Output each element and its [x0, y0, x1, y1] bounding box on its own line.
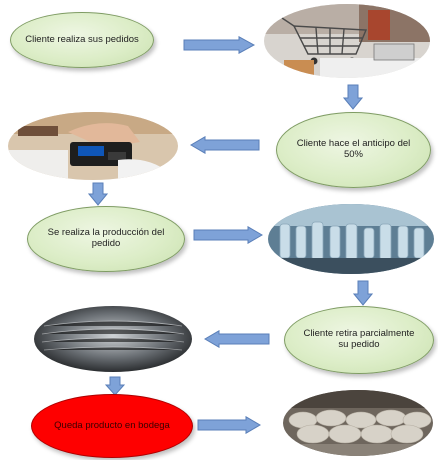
arrow-left-icon: [190, 136, 260, 154]
step-node-production: Se realiza la producción del pedido: [27, 206, 185, 272]
step-label-pickup: Cliente retira parcialmente su pedido: [303, 328, 415, 350]
arrow-left-icon: [204, 330, 270, 348]
step-node-pickup: Cliente retira parcialmente su pedido: [284, 306, 434, 374]
arrow-down-icon: [105, 376, 125, 396]
step-node-order: Cliente realiza sus pedidos: [10, 12, 154, 68]
arrow-down-icon: [353, 280, 373, 306]
arrow-right-icon: [193, 226, 263, 244]
arrow-down-icon: [343, 84, 363, 110]
arrow-down-icon: [88, 182, 108, 206]
bottle-production-line-image: [268, 204, 434, 274]
step-label-order: Cliente realiza sus pedidos: [25, 33, 139, 45]
step-label-warehouse: Queda producto en bodega: [54, 419, 170, 431]
step-label-payment: Cliente hace el anticipo del 50%: [296, 138, 411, 160]
warehouse-stock-image: [283, 390, 433, 456]
card-payment-terminal-image: [8, 112, 178, 180]
shopping-cart-image: [264, 4, 430, 78]
arrow-right-icon: [197, 416, 261, 434]
step-node-warehouse: Queda producto en bodega: [31, 394, 193, 458]
arrow-right-icon: [183, 36, 255, 54]
step-node-payment: Cliente hace el anticipo del 50%: [276, 112, 431, 188]
stacked-products-image: [34, 306, 192, 372]
step-label-production: Se realiza la producción del pedido: [47, 227, 165, 249]
